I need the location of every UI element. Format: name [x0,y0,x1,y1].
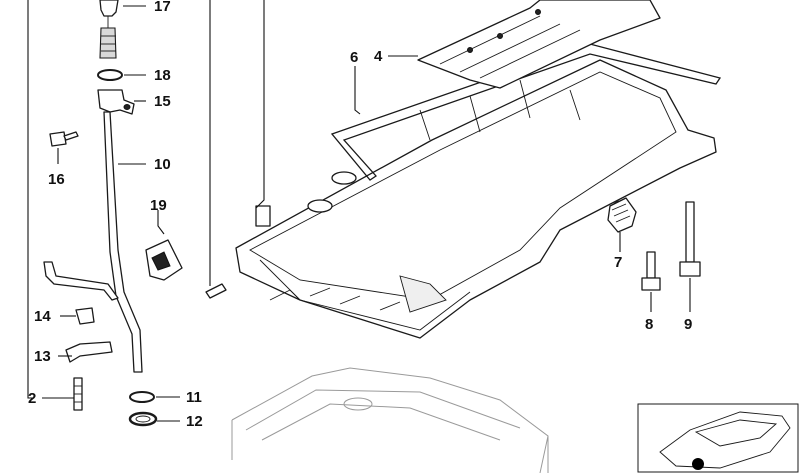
dowel-pin [205,283,227,299]
callout-7: 7 [614,254,622,271]
callout-15: 15 [154,93,171,110]
bolt-16 [49,131,79,147]
vehicle-thumbnail [637,403,799,473]
baffle-plate-4 [417,0,661,89]
leader-lines [27,0,691,422]
callout-9: 9 [684,316,692,333]
stud-2 [73,377,83,411]
plug-19 [145,239,183,281]
oil-pan-ghost-outline [231,367,549,473]
callout-2: 2 [28,390,36,407]
callout-14: 14 [34,308,51,325]
guide-tube-10 [103,111,143,373]
callout-8: 8 [645,316,653,333]
seal-ring-12 [128,411,158,427]
callout-12: 12 [186,413,203,430]
callout-10: 10 [154,156,171,173]
oil-pan-gasket-6 [330,43,722,181]
drain-plug-7 [607,197,637,233]
callout-17: 17 [154,0,171,15]
o-ring-18 [97,69,123,81]
dipstick-handle-17 [99,0,119,59]
callout-11: 11 [186,389,202,406]
callout-4: 4 [374,48,383,65]
seal-ring-11 [129,391,155,403]
bolt-9 [679,201,701,277]
clip-13 [65,341,113,363]
tube-bracket-arm [43,261,119,301]
nut-14 [75,307,95,325]
location-marker-icon [692,458,704,470]
callout-6: 6 [350,49,358,66]
oil-pan-upper [235,59,717,339]
callout-13: 13 [34,348,51,365]
bracket-15 [97,89,135,115]
callout-19: 19 [150,197,167,214]
callout-18: 18 [154,67,171,84]
bolt-8 [641,251,661,291]
callout-16: 16 [48,171,65,188]
